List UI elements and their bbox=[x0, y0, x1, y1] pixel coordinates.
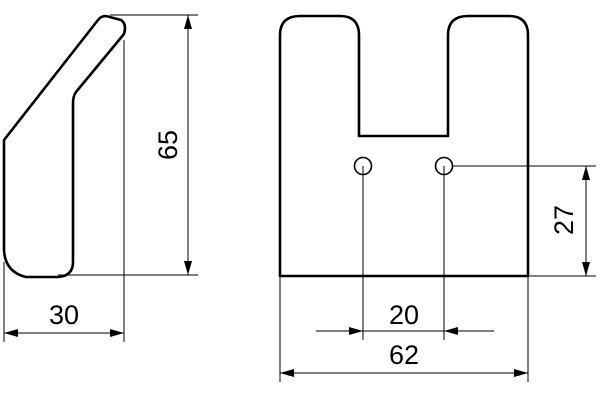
dimension-front-width: 62 bbox=[279, 276, 529, 382]
arrow-left bbox=[4, 329, 18, 337]
dimension-hole-height: 27 bbox=[452, 165, 596, 277]
arrow-up bbox=[184, 15, 192, 29]
dimension-hole-spacing: 20 bbox=[316, 166, 494, 340]
front-view-outline bbox=[278, 14, 530, 278]
dimension-label-20: 20 bbox=[389, 300, 419, 330]
dimension-label-62: 62 bbox=[389, 340, 419, 370]
dimension-label-65: 65 bbox=[153, 130, 183, 160]
dimension-side-depth: 30 bbox=[3, 40, 125, 342]
dimension-label-27: 27 bbox=[549, 205, 579, 235]
arrow-down bbox=[184, 261, 192, 275]
side-view-outline bbox=[2, 14, 127, 279]
arrow-left bbox=[280, 369, 294, 377]
arrow-left bbox=[444, 327, 458, 335]
arrow-right bbox=[349, 327, 363, 335]
arrow-right bbox=[110, 329, 124, 337]
front-view bbox=[278, 14, 530, 278]
arrow-right bbox=[514, 369, 528, 377]
dimension-side-height: 65 bbox=[58, 14, 198, 276]
dimension-label-30: 30 bbox=[49, 300, 79, 330]
arrow-up bbox=[582, 166, 590, 180]
arrow-down bbox=[582, 262, 590, 276]
side-view bbox=[2, 14, 127, 279]
